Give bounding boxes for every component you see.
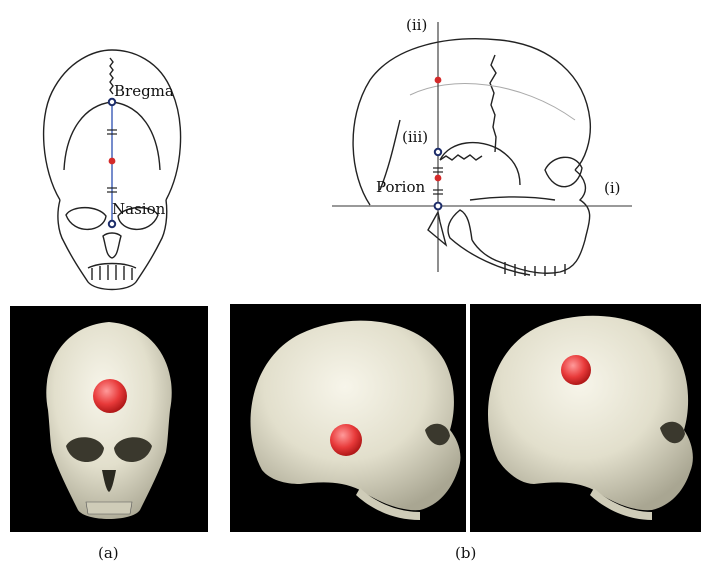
porion-point bbox=[435, 203, 442, 210]
upper-vertex-marker bbox=[435, 77, 442, 84]
lateral-photo-1-cranium bbox=[251, 321, 461, 511]
midpoint-marker bbox=[435, 175, 442, 182]
coronal-suture bbox=[490, 55, 496, 152]
lateral-skull-diagram bbox=[353, 39, 590, 276]
bregma-label: Bregma bbox=[114, 82, 174, 100]
sagittal-suture bbox=[110, 58, 113, 94]
landmark-iii-label: (iii) bbox=[402, 128, 428, 146]
mandible-outline bbox=[448, 210, 530, 275]
landmark-iii-point bbox=[435, 149, 441, 155]
lateral-teeth bbox=[505, 262, 565, 276]
lateral-photo-2-marker bbox=[561, 355, 591, 385]
lateral-photo-1-marker bbox=[330, 424, 362, 456]
porion-label: Porion bbox=[376, 178, 426, 196]
caption-a: (a) bbox=[98, 544, 119, 562]
teeth-row bbox=[88, 264, 136, 281]
axis-ii-label: (ii) bbox=[406, 16, 427, 34]
left-orbit bbox=[66, 208, 106, 230]
frontal-3d-skull-photo bbox=[10, 306, 208, 532]
caption-b: (b) bbox=[455, 544, 476, 562]
squamosal-suture bbox=[440, 155, 482, 160]
axis-i-label: (i) bbox=[604, 179, 621, 197]
styloid-process bbox=[428, 212, 446, 245]
frontal-photo-marker bbox=[93, 379, 127, 413]
frontal-midpoint-marker bbox=[109, 158, 116, 165]
lateral-3d-skull-photo-2 bbox=[470, 304, 701, 532]
lateral-3d-skull-photo-1 bbox=[230, 304, 466, 532]
frontal-photo-teeth bbox=[86, 502, 132, 514]
nasion-point bbox=[109, 221, 115, 227]
nasal-aperture bbox=[103, 233, 121, 258]
lateral-face-outline bbox=[472, 170, 590, 273]
nasion-label: Nasion bbox=[112, 200, 166, 218]
zygomatic-arch bbox=[470, 197, 555, 200]
